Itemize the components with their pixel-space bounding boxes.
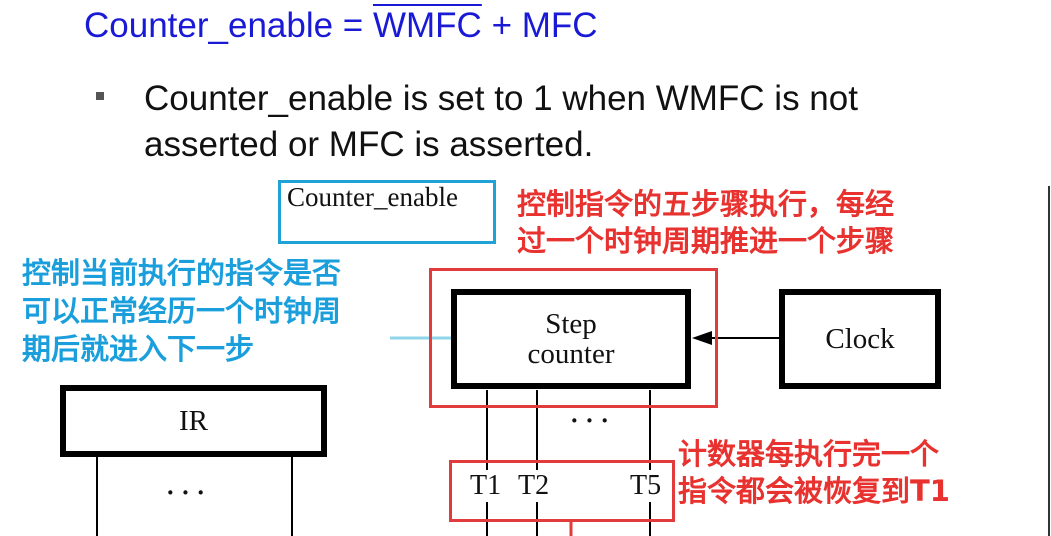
ir-outputs-ellipsis: · · · <box>166 478 206 507</box>
t1-label: T1 <box>468 470 504 502</box>
annotation-red-bottom: 计数器每执行完一个 指令都会被恢复到T1 <box>678 436 950 510</box>
counter-enable-box <box>278 180 496 244</box>
annotation-blue-left-line3: 期后就进入下一步 <box>22 332 255 366</box>
formula-rhs: + MFC <box>481 6 598 45</box>
step-counter-line2: counter <box>527 338 615 370</box>
clock-label: Clock <box>825 322 895 355</box>
formula-line: Counter_enable = WMFC + MFC <box>84 6 598 46</box>
clock-arrowhead-icon <box>692 331 712 345</box>
step-counter-highlight <box>429 268 718 408</box>
counter-enable-label: Counter_enable <box>287 182 458 212</box>
step-counter-line1: Step <box>545 308 597 340</box>
annotation-red-top-line1: 控制指令的五步骤执行，每经 <box>517 187 895 221</box>
formula-wmfc-negated: WMFC <box>372 6 482 45</box>
t5-label: T5 <box>628 470 664 502</box>
bullet-text: Counter_enable is set to 1 when WMFC is … <box>144 76 994 168</box>
step-counter-box: Step counter <box>451 289 691 389</box>
annotation-red-top: 控制指令的五步骤执行，每经 过一个时钟周期推进一个步骤 <box>517 186 894 260</box>
bullet-square-icon <box>96 92 104 100</box>
t2-label: T2 <box>516 470 552 502</box>
annotation-red-top-line2: 过一个时钟周期推进一个步骤 <box>517 224 895 258</box>
formula-lhs: Counter_enable = <box>84 6 373 45</box>
clock-box: Clock <box>779 289 941 389</box>
annotation-blue-left-line1: 控制当前执行的指令是否 <box>22 256 342 290</box>
annotation-red-bottom-line1: 计数器每执行完一个 <box>678 437 940 471</box>
annotation-blue-left-line2: 可以正常经历一个时钟周 <box>22 294 342 328</box>
right-border-line <box>1048 186 1050 536</box>
bullet-text-line2: asserted or MFC is asserted. <box>144 125 594 164</box>
ir-label: IR <box>179 404 208 437</box>
step-outputs-ellipsis: · · · <box>570 406 610 435</box>
bullet-text-line1: Counter_enable is set to 1 when WMFC is … <box>144 79 858 118</box>
annotation-red-bottom-line2: 指令都会被恢复到T1 <box>678 474 950 508</box>
annotation-blue-left: 控制当前执行的指令是否 可以正常经历一个时钟周 期后就进入下一步 <box>22 254 341 368</box>
timing-signals-highlight <box>449 460 675 522</box>
ir-box: IR <box>60 385 327 457</box>
